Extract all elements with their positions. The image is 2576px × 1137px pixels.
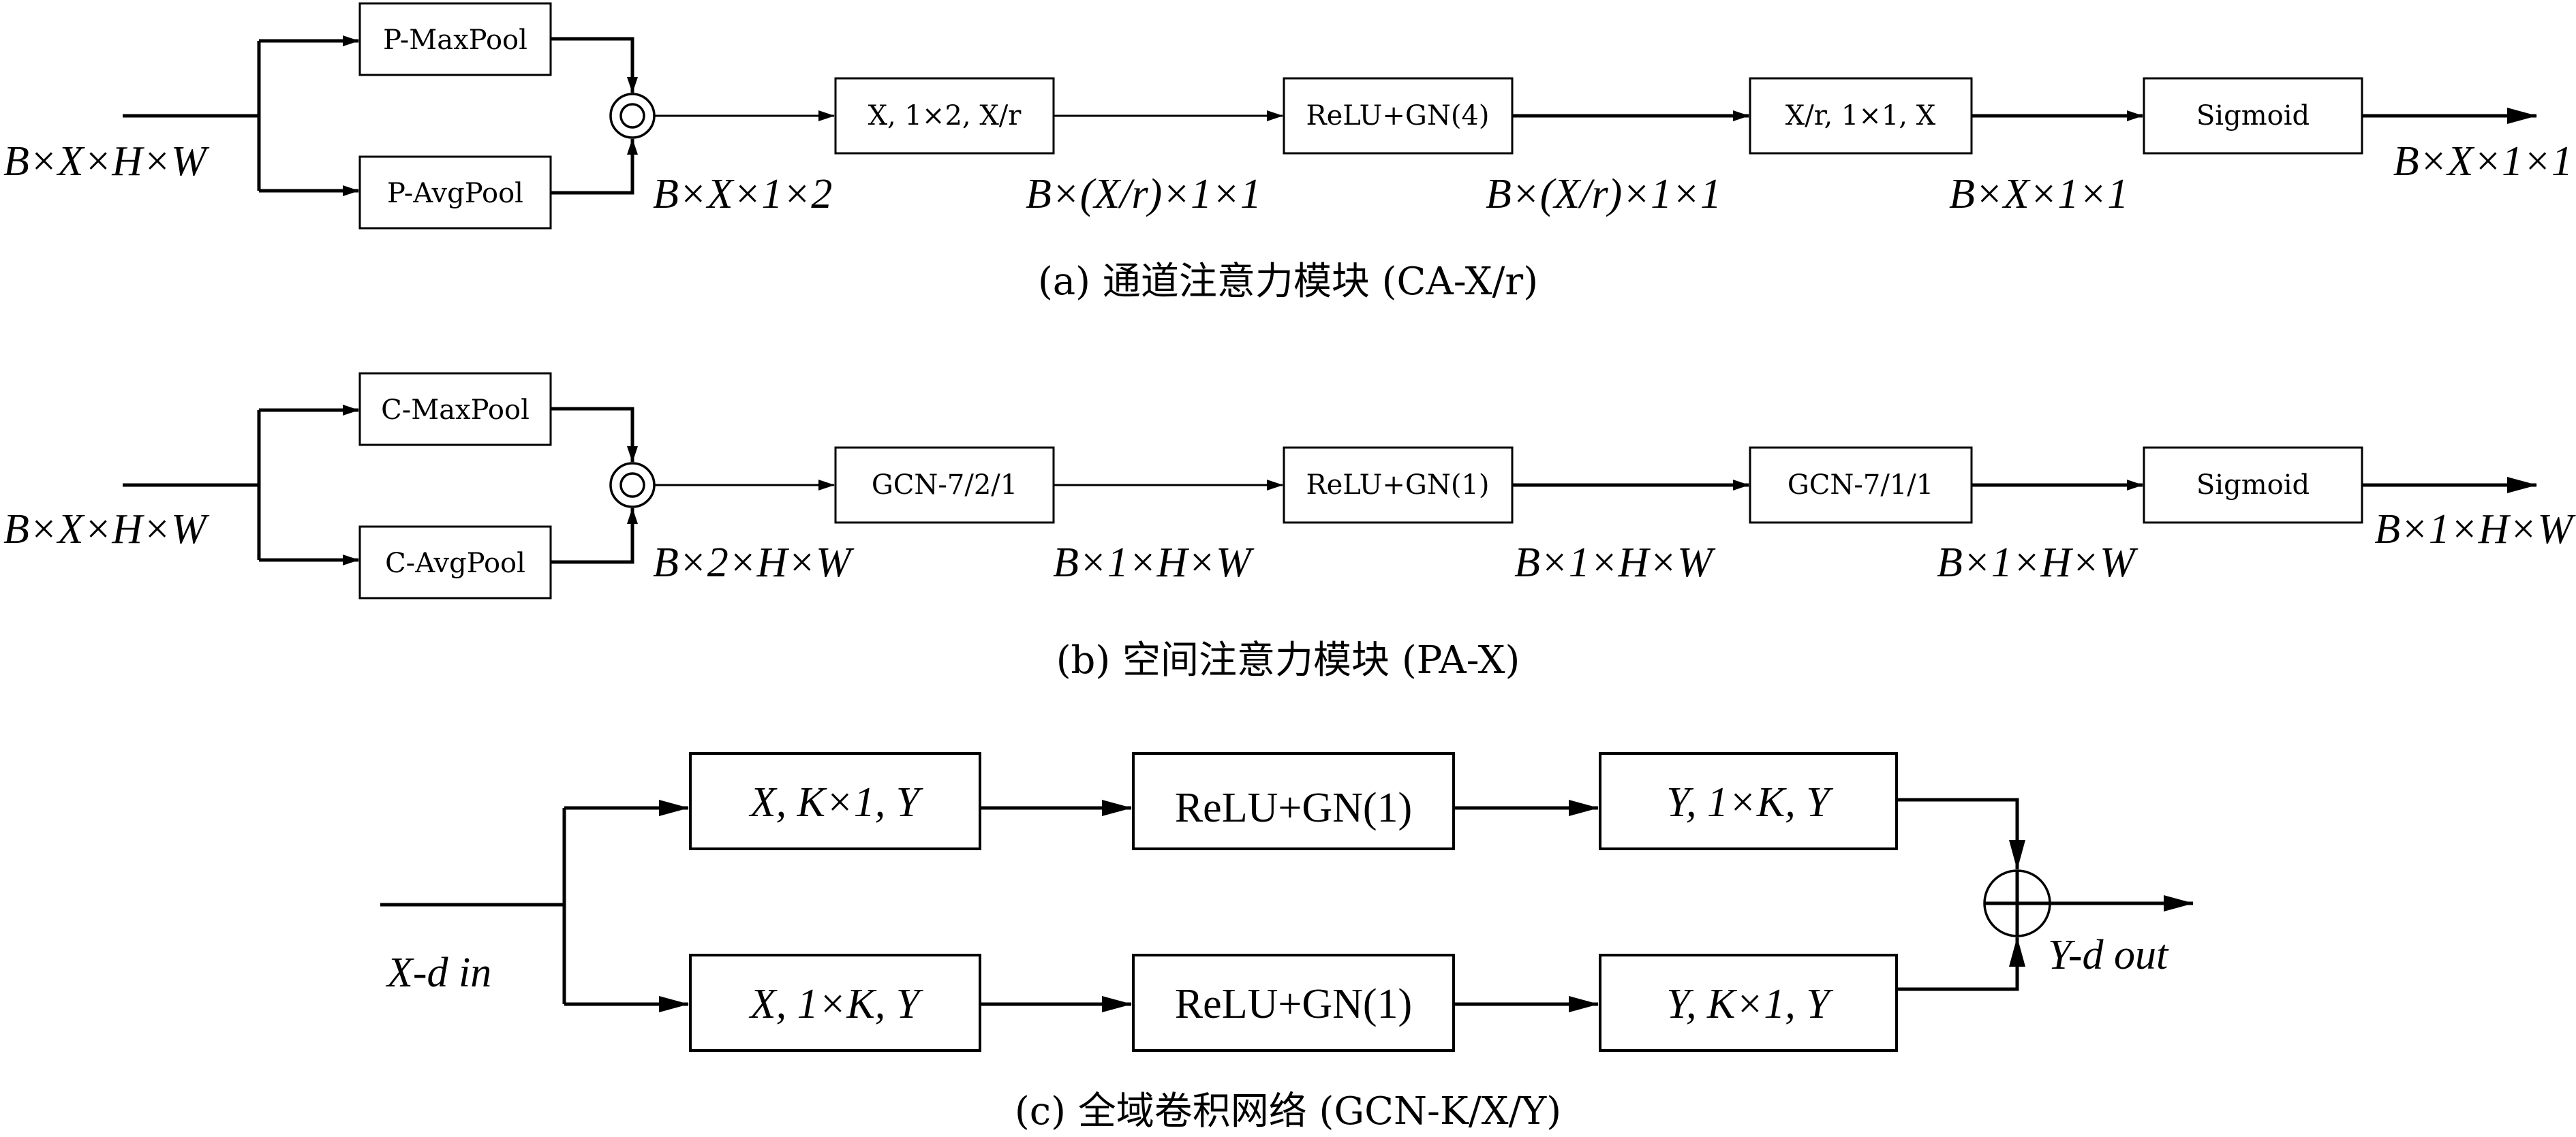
- a-avgpool-box: [358, 155, 552, 230]
- b-arrow-avgpool-to-merge: [551, 508, 638, 564]
- panel-c: X, K×1, Y ReLU+GN(1) Y, 1×K, Y X, 1×K, Y…: [380, 752, 2194, 1134]
- c-bottom-act-box: [1132, 954, 1455, 1052]
- c-top-conv1-label: X, K×1, Y: [748, 779, 923, 826]
- b-maxpool-box: [358, 372, 552, 446]
- c-top-conv2-label: Y, 1×K, Y: [1666, 779, 1833, 826]
- b-maxpool-label: C-MaxPool: [381, 394, 530, 426]
- b-conv1-label: GCN-7/2/1: [872, 469, 1017, 501]
- a-caption: (a) 通道注意力模块 (CA-X/r): [1038, 260, 1538, 304]
- b-merge-icon: [609, 462, 656, 508]
- a-input-dim: B×X×H×W: [3, 138, 210, 185]
- panel-a: P-MaxPool P-AvgPool X, 1×2, X/r ReLU+GN(…: [3, 2, 2573, 304]
- a-sigmoid-box: [2143, 77, 2363, 155]
- a-dim-after-conv1: B×(X/r)×1×1: [1026, 171, 1261, 217]
- b-dim-after-act: B×1×H×W: [1514, 540, 1716, 586]
- c-bottom-conv2-label: Y, K×1, Y: [1666, 981, 1833, 1027]
- b-conv2-label: GCN-7/1/1: [1788, 469, 1933, 501]
- c-sum-icon: [1983, 869, 2051, 937]
- c-top-conv1-box: [689, 752, 981, 850]
- b-output-dim: B×1×H×W: [2374, 506, 2576, 552]
- b-input-dim: B×X×H×W: [3, 506, 210, 552]
- a-act-label: ReLU+GN(4): [1306, 100, 1489, 131]
- panel-b: C-MaxPool C-AvgPool GCN-7/2/1 ReLU+GN(1)…: [3, 372, 2576, 683]
- a-arrow-maxpool-to-merge: [551, 37, 638, 93]
- b-sigmoid-box: [2143, 446, 2363, 524]
- c-input-label: X-d in: [385, 950, 491, 996]
- a-act-box: [1283, 77, 1514, 155]
- c-top-act-box: [1132, 752, 1455, 850]
- b-avgpool-box: [358, 525, 552, 599]
- c-arrow-top-to-sum: [1897, 798, 2025, 870]
- b-caption: (b) 空间注意力模块 (PA-X): [1056, 638, 1520, 683]
- b-arrow-maxpool-to-merge: [551, 407, 638, 463]
- a-maxpool-box: [358, 2, 552, 76]
- a-sigmoid-label: Sigmoid: [2196, 100, 2310, 131]
- a-dim-after-merge: B×X×1×2: [653, 171, 832, 217]
- c-bottom-conv1-box: [689, 954, 981, 1052]
- a-conv2-box: [1749, 77, 1973, 155]
- c-top-conv2-box: [1599, 752, 1898, 850]
- b-avgpool-label: C-AvgPool: [385, 548, 525, 579]
- a-output-dim: B×X×1×1: [2393, 138, 2573, 185]
- b-conv1-box: [834, 446, 1055, 524]
- b-dim-after-conv2: B×1×H×W: [1937, 540, 2138, 586]
- b-act-label: ReLU+GN(1): [1306, 469, 1489, 501]
- c-top-act-label: ReLU+GN(1): [1175, 785, 1412, 831]
- b-sigmoid-label: Sigmoid: [2196, 469, 2310, 501]
- c-output-label: Y-d out: [2048, 932, 2169, 978]
- c-bottom-conv1-label: X, 1×K, Y: [748, 981, 923, 1027]
- a-merge-icon: [609, 93, 656, 139]
- c-bottom-conv2-box: [1599, 954, 1898, 1052]
- a-dim-after-conv2: B×X×1×1: [1949, 171, 2128, 217]
- a-maxpool-label: P-MaxPool: [383, 25, 527, 56]
- c-bottom-act-label: ReLU+GN(1): [1175, 981, 1412, 1027]
- c-caption: (c) 全域卷积网络 (GCN-K/X/Y): [1015, 1089, 1561, 1134]
- b-dim-after-conv1: B×1×H×W: [1053, 540, 1255, 586]
- a-conv1-label: X, 1×2, X/r: [868, 100, 1022, 131]
- a-conv2-label: X/r, 1×1, X: [1785, 100, 1936, 131]
- b-dim-after-merge: B×2×H×W: [653, 540, 855, 586]
- a-arrow-avgpool-to-merge: [551, 138, 638, 195]
- a-avgpool-label: P-AvgPool: [387, 178, 523, 209]
- b-act-box: [1283, 446, 1514, 524]
- c-arrow-bottom-to-sum: [1897, 937, 2025, 991]
- a-dim-after-act: B×(X/r)×1×1: [1486, 171, 1721, 217]
